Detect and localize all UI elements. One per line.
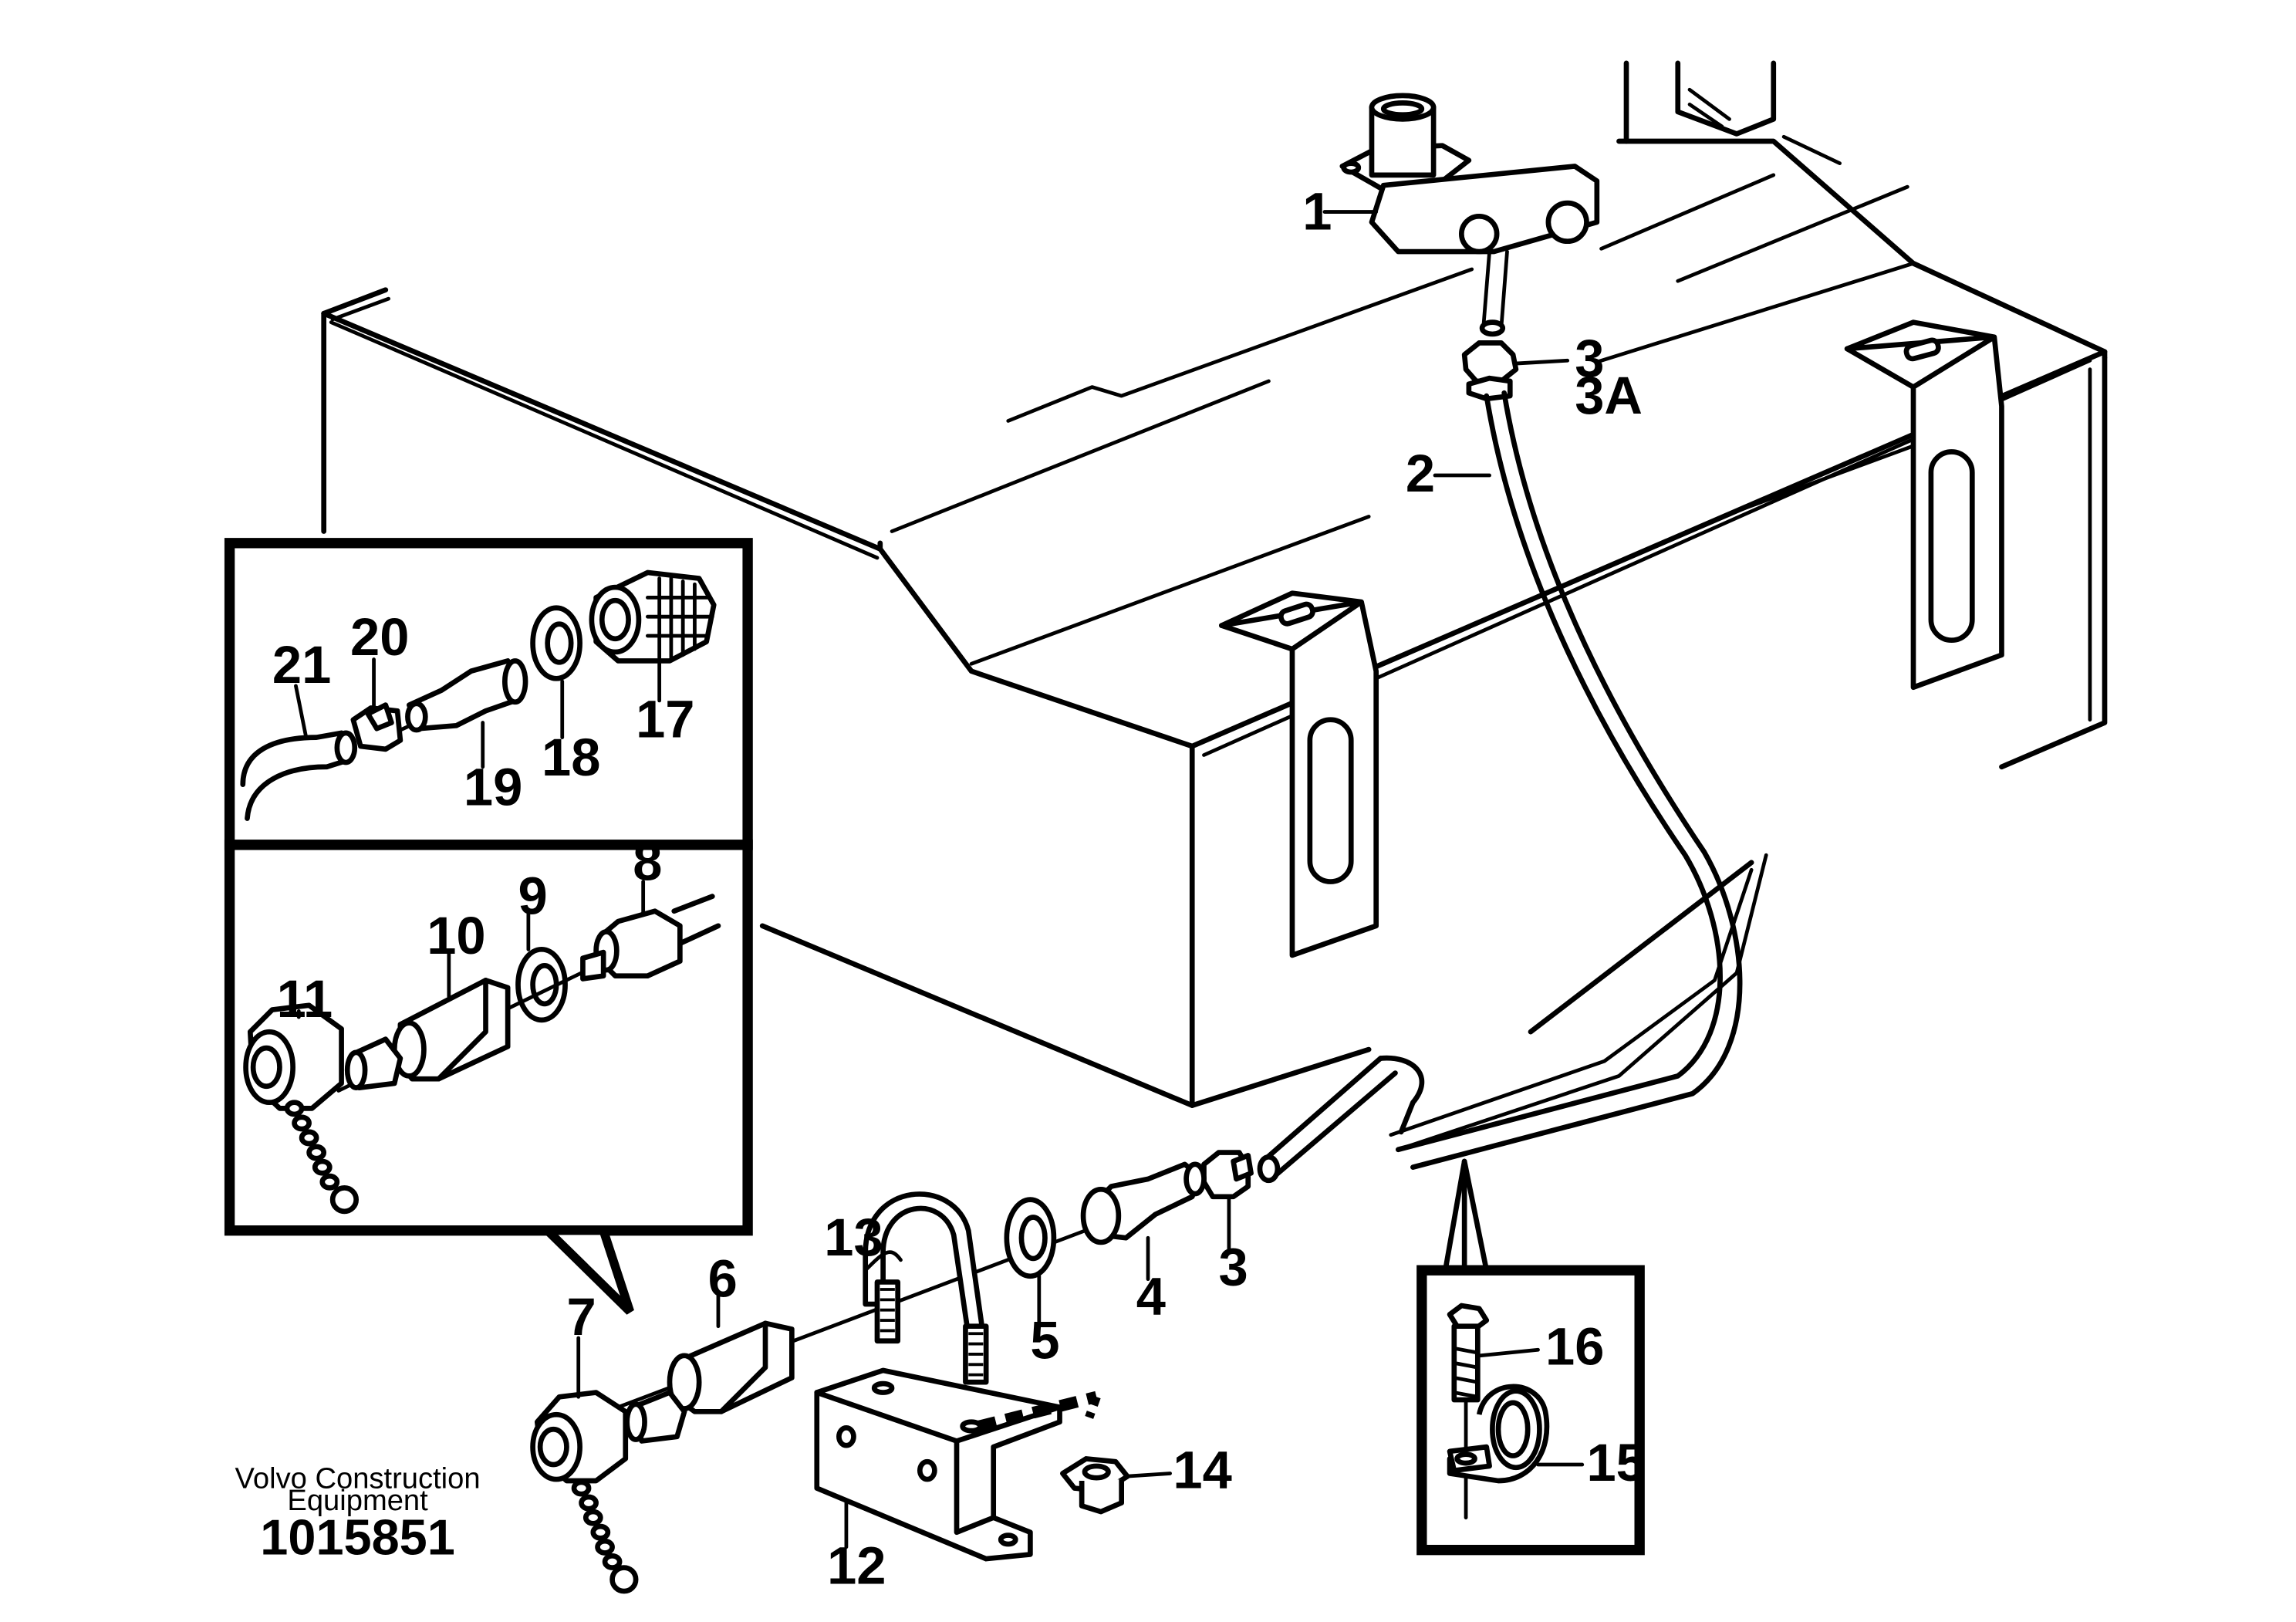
callout-1: 1 (1302, 181, 1332, 241)
hose-upper (1461, 249, 1519, 402)
inset-box-upper (224, 538, 753, 850)
callout-3-bottom: 3 (1219, 1237, 1248, 1296)
callout-6: 6 (708, 1249, 738, 1309)
leader-lines (294, 210, 1585, 1549)
callout-17: 17 (636, 690, 694, 749)
callout-21: 21 (272, 635, 331, 694)
inset-box-clamp (1416, 1158, 1645, 1556)
callout-2: 2 (1406, 444, 1435, 503)
callout-19: 19 (464, 757, 522, 816)
callout-10: 10 (427, 906, 485, 965)
callout-8: 8 (633, 833, 662, 892)
tank-body (321, 60, 2108, 1152)
callout-13: 13 (824, 1208, 883, 1267)
callout-15: 15 (1586, 1433, 1645, 1492)
callout-14: 14 (1173, 1441, 1231, 1500)
chain-7 (571, 1479, 639, 1594)
inset-box-lower (224, 840, 753, 1315)
document-number: 1015851 (260, 1509, 455, 1565)
callout-20: 20 (350, 607, 409, 667)
callout-12: 12 (827, 1536, 886, 1596)
callout-labels: 1 2 3 3A 3 4 5 6 7 8 9 10 11 12 13 14 15… (272, 181, 1646, 1595)
callout-18: 18 (542, 728, 600, 787)
tank-bracket-right (1844, 319, 2004, 691)
part-1-breather-fitting (1339, 93, 1600, 255)
callout-3-top: 3 (1575, 329, 1604, 388)
tank-bracket-left (1219, 590, 1379, 958)
main-line-assembly (530, 1150, 1254, 1594)
callout-3a: 3A (1575, 366, 1643, 425)
part-2-hose (1257, 390, 1743, 1184)
callout-9: 9 (518, 867, 548, 926)
callout-11: 11 (277, 969, 333, 1029)
callout-16: 16 (1545, 1316, 1604, 1376)
callout-4: 4 (1136, 1266, 1166, 1326)
credit-line-1: Volvo Construction (235, 1462, 481, 1495)
credit-block: Volvo Construction Equipment 1015851 (235, 1462, 481, 1566)
callout-7: 7 (566, 1287, 596, 1347)
credit-line-2: Equipment (287, 1484, 428, 1517)
callout-5: 5 (1030, 1311, 1059, 1370)
chain-11 (284, 1100, 360, 1215)
